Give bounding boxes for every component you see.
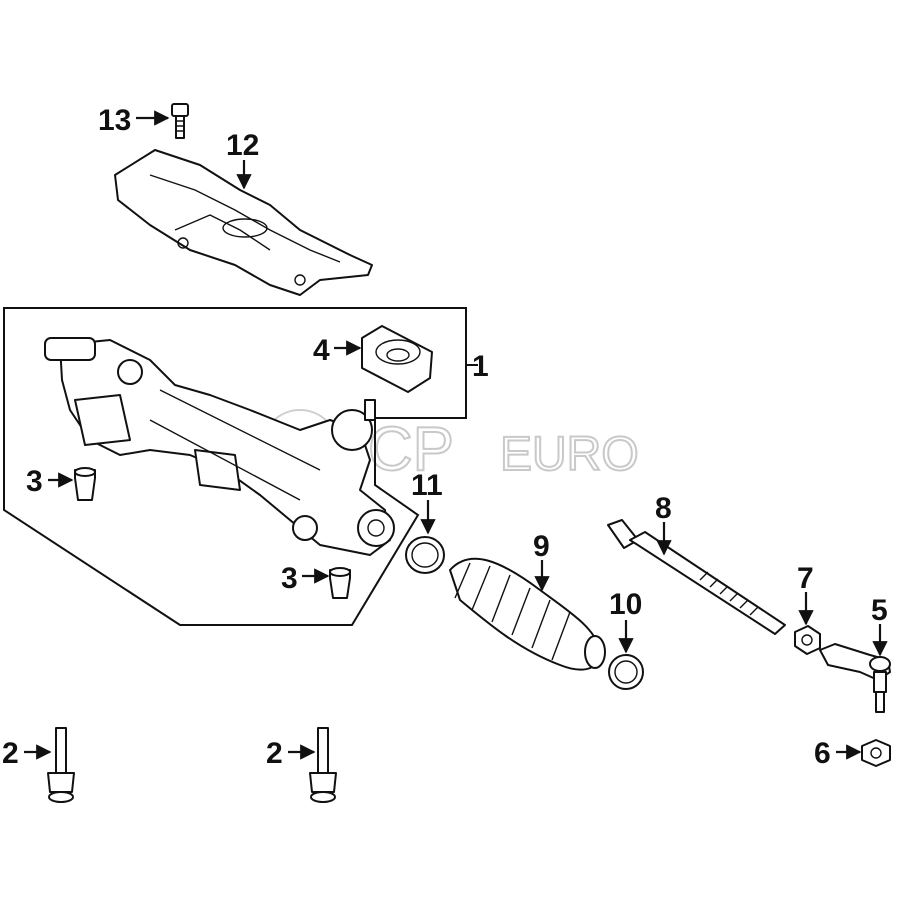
bolt-2a-part — [47, 727, 75, 803]
tie-rod-end-5-part — [819, 643, 891, 713]
clamp-10-part — [608, 654, 644, 690]
callout-4: 4 — [313, 334, 330, 367]
callout-10: 10 — [609, 588, 642, 621]
bolt-2b-part — [309, 727, 337, 803]
callout-11: 11 — [411, 469, 443, 502]
callout-5: 5 — [871, 594, 888, 627]
callout-2b: 2 — [266, 737, 283, 770]
callout-labels: 13 12 4 1 3 3 11 9 10 8 7 5 6 2 2 — [2, 104, 888, 770]
watermark-text-b: EURO — [500, 428, 639, 481]
bushing-3a-part — [74, 467, 96, 501]
callout-13: 13 — [98, 104, 131, 137]
callout-2a: 2 — [2, 737, 19, 770]
callout-8: 8 — [655, 492, 672, 525]
nut-6-part — [861, 739, 891, 767]
heat-shield-part — [114, 149, 373, 296]
steering-rack-part — [44, 337, 395, 556]
bellows-boot-9-part — [449, 557, 606, 671]
callout-12: 12 — [226, 129, 259, 162]
bushing-3b-part — [329, 567, 351, 599]
leader-arrows — [24, 110, 888, 760]
callout-3a: 3 — [26, 465, 43, 498]
jam-nut-7-part — [794, 625, 821, 655]
bolt-13-part — [171, 103, 189, 139]
callout-6: 6 — [814, 737, 831, 770]
clamp-11-part — [405, 536, 445, 574]
tie-rod-8-part — [607, 519, 786, 635]
callout-9: 9 — [533, 530, 550, 563]
callout-3b: 3 — [281, 562, 298, 595]
callout-7: 7 — [797, 562, 814, 595]
callout-1: 1 — [472, 350, 489, 383]
grommet-4-part — [361, 325, 433, 393]
